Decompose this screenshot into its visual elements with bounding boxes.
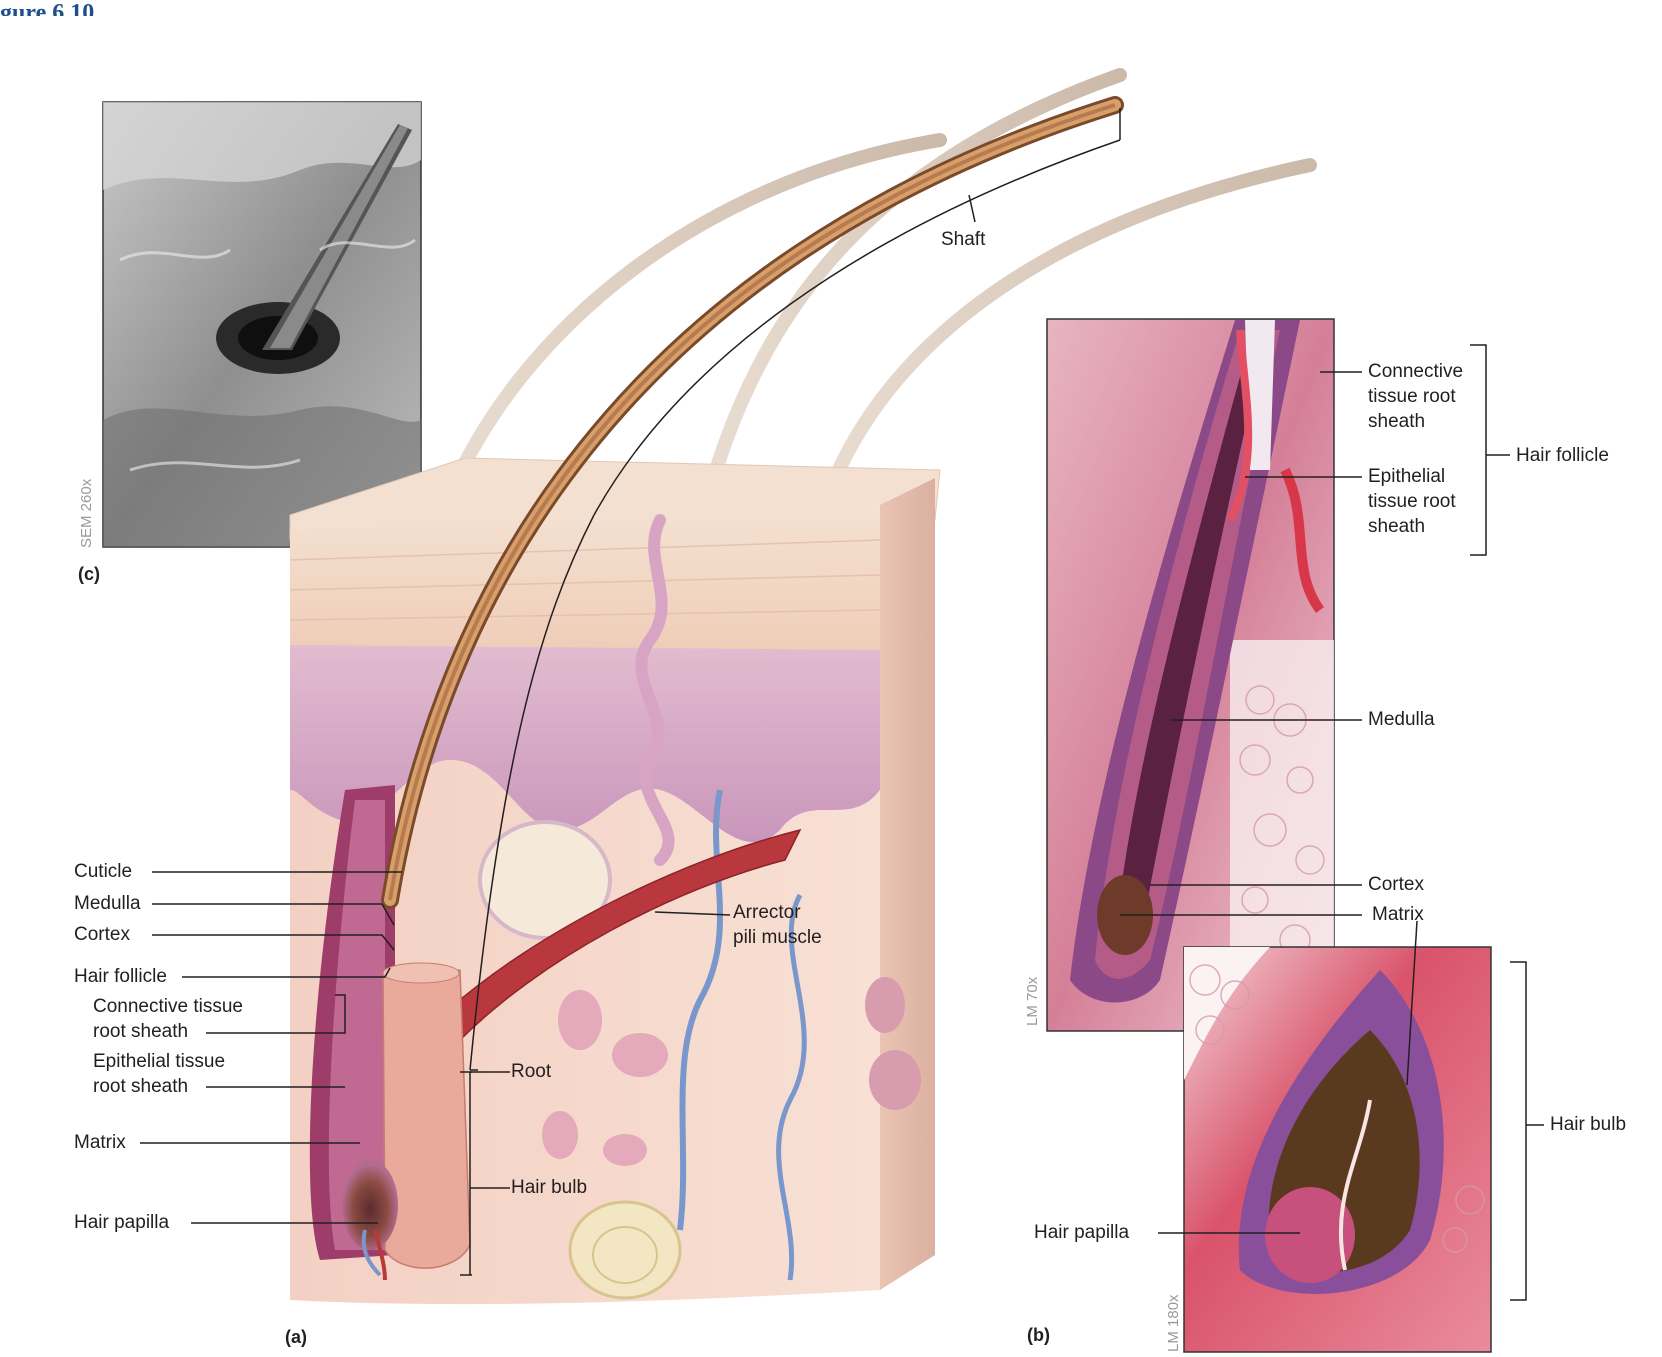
lm-magnification-top: LM 70x: [1024, 976, 1041, 1026]
label-b-hair-follicle: Hair follicle: [1516, 445, 1609, 466]
label-medulla: Medulla: [74, 893, 141, 914]
label-matrix: Matrix: [74, 1132, 126, 1153]
label-b-medulla: Medulla: [1368, 709, 1435, 730]
skin-block-illustration: [289, 68, 1317, 1305]
label-b-hair-papilla: Hair papilla: [1034, 1222, 1130, 1243]
panel-letter-c: (c): [78, 564, 100, 584]
label-b-epithelial-tissue-root-sheath: Epithelial tissue root sheath: [1368, 466, 1456, 537]
label-hair-papilla: Hair papilla: [74, 1212, 170, 1233]
label-b-hair-bulb: Hair bulb: [1550, 1114, 1627, 1135]
label-shaft: Shaft: [941, 229, 986, 250]
label-cortex: Cortex: [74, 924, 130, 945]
label-epithelial-tissue-root-sheath: Epithelial tissue root sheath: [93, 1051, 226, 1097]
label-root: Root: [511, 1061, 552, 1082]
lm-micrograph-bottom: [1183, 946, 1492, 1353]
label-b-connective-tissue-root-sheath: Connective tissue root sheath: [1368, 361, 1464, 432]
label-arrector-pili-muscle: Arrector pili muscle: [733, 902, 822, 948]
sem-magnification: SEM 260x: [78, 478, 95, 548]
figure-caption-header: gure 6.10.: [0, 0, 101, 16]
label-hair-follicle: Hair follicle: [74, 966, 167, 987]
label-connective-tissue-root-sheath: Connective tissue root sheath: [93, 996, 243, 1042]
lm-magnification-bottom: LM 180x: [1165, 1294, 1182, 1352]
panel-letter-b: (b): [1027, 1325, 1050, 1345]
panel-b-leader-lines: [1120, 344, 1544, 1301]
lm-micrograph-top: [1046, 318, 1335, 1032]
label-b-matrix: Matrix: [1372, 904, 1424, 925]
label-hair-bulb: Hair bulb: [511, 1177, 588, 1198]
label-cuticle: Cuticle: [74, 861, 133, 882]
label-b-cortex: Cortex: [1368, 874, 1424, 895]
panel-letter-a: (a): [285, 1327, 307, 1347]
panel-a-leader-lines: [140, 108, 1121, 1276]
sem-micrograph: [102, 101, 422, 548]
